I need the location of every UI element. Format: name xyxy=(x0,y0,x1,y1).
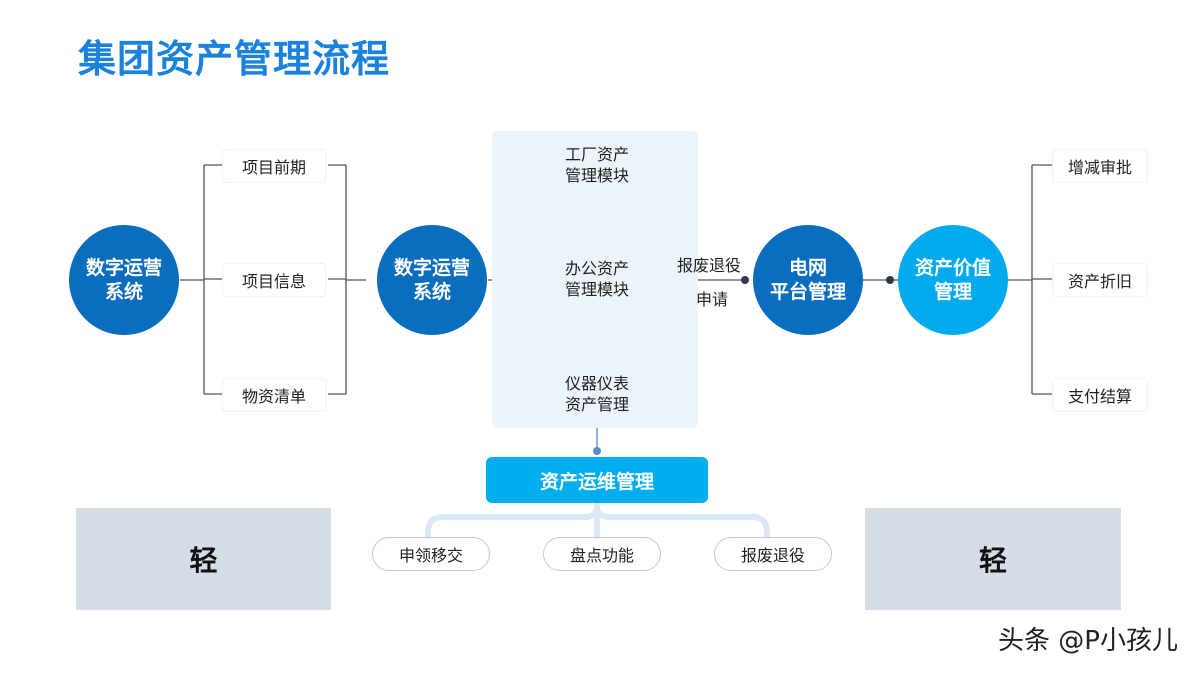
value-item: 支付结算 xyxy=(1052,378,1148,412)
modules-panel xyxy=(492,131,698,428)
project-item: 物资清单 xyxy=(222,378,326,412)
circle-label: 资产价值 xyxy=(914,257,991,279)
ops-item: 申领移交 xyxy=(372,537,490,571)
ops-item: 报废退役 xyxy=(714,537,832,571)
module-factory: 工厂资产管理模块 xyxy=(564,145,629,185)
side-label-right: 轻 xyxy=(865,508,1121,610)
asset-value-circle: 资产价值管理 xyxy=(898,225,1008,335)
circle-label: 数字运营 xyxy=(85,257,162,279)
connector-label-bottom: 申请 xyxy=(696,290,729,309)
side-label-left: 轻 xyxy=(76,508,331,610)
asset-ops-box: 资产运维管理 xyxy=(486,457,708,503)
watermark: 头条 @P小孩儿 xyxy=(998,626,1178,656)
value-item: 增减审批 xyxy=(1052,149,1148,183)
module-office: 办公资产管理模块 xyxy=(564,259,629,299)
value-item: 资产折旧 xyxy=(1052,263,1148,297)
project-item: 项目前期 xyxy=(222,149,326,183)
circle-label: 系统 xyxy=(104,281,143,303)
circle-label: 平台管理 xyxy=(769,281,846,303)
grid-platform-circle: 电网平台管理 xyxy=(753,225,863,335)
circle-label: 电网 xyxy=(788,257,827,279)
connector-label-top: 报废退役 xyxy=(677,256,742,275)
circle-label: 数字运营 xyxy=(393,257,470,279)
page-title: 集团资产管理流程 xyxy=(78,37,391,81)
ops-item: 盘点功能 xyxy=(543,537,661,571)
digital-ops-system-circle-middle: 数字运营系统 xyxy=(377,225,487,335)
module-instrument: 仪器仪表资产管理 xyxy=(564,374,629,414)
circle-label: 系统 xyxy=(412,281,451,303)
project-item: 项目信息 xyxy=(222,263,326,297)
circle-label: 管理 xyxy=(933,281,972,303)
digital-ops-system-circle-left: 数字运营系统 xyxy=(69,225,179,335)
